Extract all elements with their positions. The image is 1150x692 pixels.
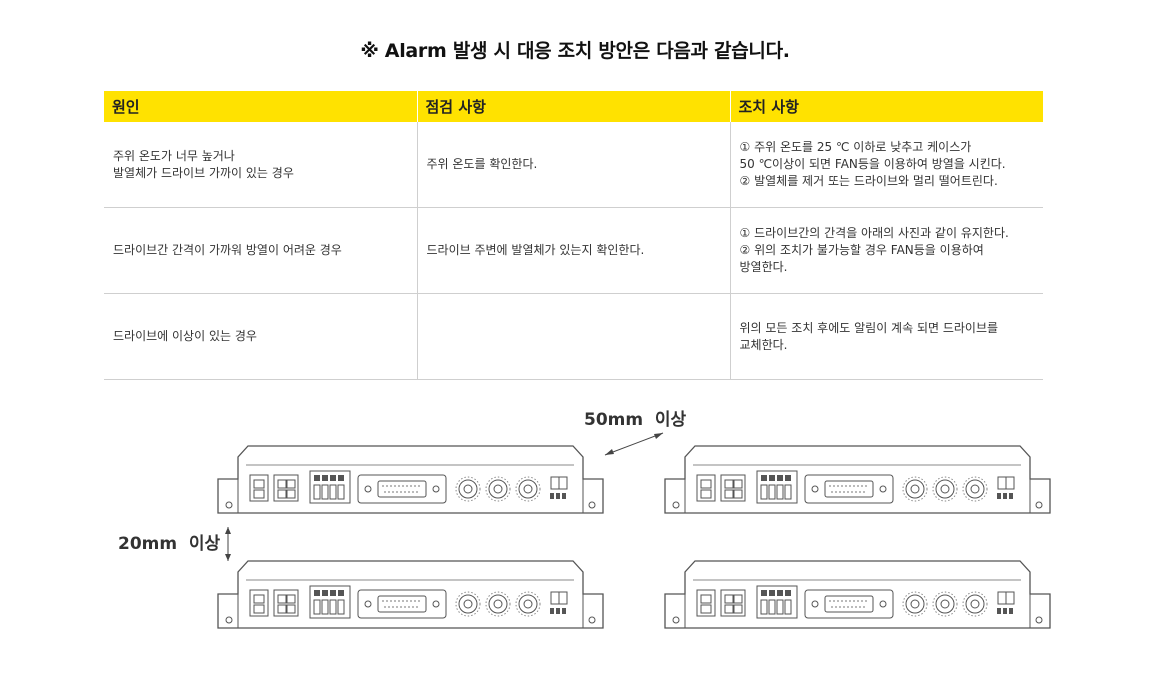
- table-row: 드라이브간 간격이 가까워 방열이 어려운 경우 드라이브 주변에 발열체가 있…: [104, 207, 1043, 294]
- header-cause: 원인: [104, 91, 417, 122]
- action-item: ① 주위 온도를 25 ℃ 이하로 낮추고 케이스가 50 ℃이상이 되면 FA…: [739, 140, 1006, 171]
- alarm-action-table: 원인 점검 사항 조치 사항 주위 온도가 너무 높거나 발열체가 드라이브 가…: [104, 91, 1043, 380]
- check-cell: 주위 온도를 확인한다.: [416, 122, 730, 208]
- drive-spacing-diagram: 50mm 이상 20mm 이상: [100, 395, 1080, 685]
- drive-module-top-left: [217, 445, 604, 514]
- table-header-row: 원인 점검 사항 조치 사항: [104, 91, 1043, 122]
- page-title: ※ Alarm 발생 시 대응 조치 방안은 다음과 같습니다.: [360, 40, 790, 62]
- action-cell: ① 주위 온도를 25 ℃ 이하로 낮추고 케이스가 50 ℃이상이 되면 FA…: [729, 122, 1043, 208]
- table-row: 드라이브에 이상이 있는 경우 위의 모든 조치 후에도 알림이 계속 되면 드…: [104, 293, 1043, 380]
- vertical-gap-label: 20mm 이상: [118, 534, 221, 554]
- action-cell: 위의 모든 조치 후에도 알림이 계속 되면 드라이브를 교체한다.: [729, 293, 1043, 380]
- action-item: 위의 모든 조치 후에도 알림이 계속 되면 드라이브를 교체한다.: [739, 320, 999, 352]
- check-text: 주위 온도를 확인한다.: [426, 157, 538, 171]
- cause-cell: 주위 온도가 너무 높거나 발열체가 드라이브 가까이 있는 경우: [104, 122, 417, 208]
- action-item: ① 드라이브간의 간격을 아래의 사진과 같이 유지한다.: [739, 226, 1009, 240]
- action-item: ② 위의 조치가 불가능할 경우 FAN등을 이용하여 방열한다.: [739, 243, 984, 274]
- horizontal-gap-label: 50mm 이상: [584, 410, 687, 430]
- drive-module-bottom-right: [664, 560, 1051, 629]
- drive-module-bottom-left: [217, 560, 604, 629]
- check-text: 드라이브 주변에 발열체가 있는지 확인한다.: [426, 243, 645, 257]
- horizontal-gap-arrow: [604, 432, 664, 456]
- cause-cell: 드라이브에 이상이 있는 경우: [104, 293, 417, 380]
- drive-module-top-right: [664, 445, 1051, 514]
- header-check: 점검 사항: [416, 91, 730, 122]
- cause-text: 주위 온도가 너무 높거나 발열체가 드라이브 가까이 있는 경우: [113, 148, 294, 180]
- action-cell: ① 드라이브간의 간격을 아래의 사진과 같이 유지한다. ② 위의 조치가 불…: [729, 207, 1043, 294]
- cause-text: 드라이브에 이상이 있는 경우: [113, 329, 257, 343]
- check-cell: 드라이브 주변에 발열체가 있는지 확인한다.: [416, 207, 730, 294]
- cause-text: 드라이브간 간격이 가까워 방열이 어려운 경우: [113, 243, 342, 257]
- header-action: 조치 사항: [729, 91, 1043, 122]
- check-cell: [416, 293, 730, 380]
- table-row: 주위 온도가 너무 높거나 발열체가 드라이브 가까이 있는 경우 주위 온도를…: [104, 122, 1043, 208]
- action-item: ② 발열체를 제거 또는 드라이브와 멀리 떨어트린다.: [739, 174, 998, 188]
- cause-cell: 드라이브간 간격이 가까워 방열이 어려운 경우: [104, 207, 417, 294]
